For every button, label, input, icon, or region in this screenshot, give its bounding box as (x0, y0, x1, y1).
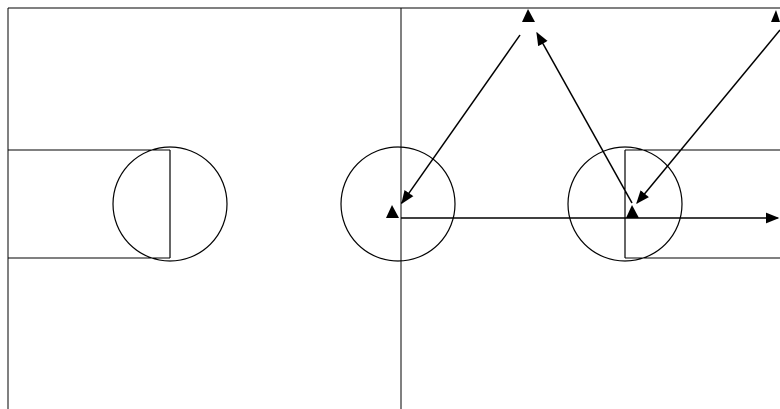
arrow-top-to-center-circle (401, 34, 521, 205)
frame-border (7, 7, 780, 409)
arrow-corner-to-right-circle (636, 29, 780, 205)
right-band (625, 149, 780, 259)
center-circle (340, 146, 456, 262)
left-circle (112, 146, 228, 262)
left-band (8, 149, 170, 259)
right-circle (567, 146, 683, 262)
triangle-marker-top (522, 9, 535, 22)
triangle-marker-top-right (771, 10, 780, 22)
triangle-marker-center (386, 205, 399, 218)
triangle-marker-right (626, 205, 639, 218)
arrow-right-circle-to-top (536, 31, 633, 204)
